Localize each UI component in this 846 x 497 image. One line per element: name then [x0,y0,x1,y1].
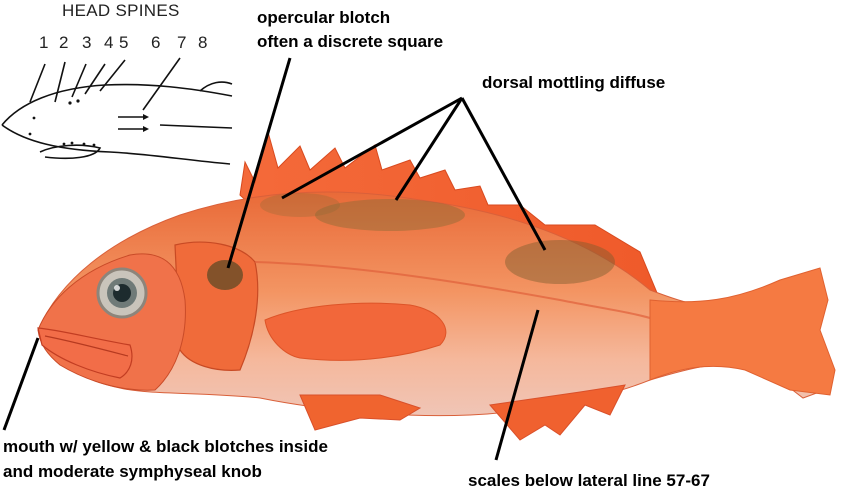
spine-number: 1 [39,33,48,53]
spine-number: 7 [177,33,186,53]
spine-number: 3 [82,33,91,53]
dorsal-mottling-blotch [505,240,615,284]
opercular-label-line2: often a discrete square [257,31,443,53]
head-spines-dots [29,99,96,146]
caudal-fin [650,268,835,395]
spine-arrowheads [143,114,149,132]
dorsal-mottling-label: dorsal mottling diffuse [482,72,665,94]
opercular-blotch [207,260,243,290]
mouth-label-line2: and moderate symphyseal knob [3,461,262,483]
spine-number: 6 [151,33,160,53]
scales-label: scales below lateral line 57-67 [468,470,710,492]
head-spines-title: HEAD SPINES [62,0,180,22]
opercular-label-line1: opercular blotch [257,7,390,29]
spine-number: 4 [104,33,113,53]
spine-number: 8 [198,33,207,53]
spine-number: 5 [119,33,128,53]
head-spines-diagram [2,58,232,164]
spine-number: 2 [59,33,68,53]
dorsal-mottling-blotch [260,193,340,217]
opercle [175,242,258,370]
mouth-label-line1: mouth w/ yellow & black blotches inside [3,436,328,458]
